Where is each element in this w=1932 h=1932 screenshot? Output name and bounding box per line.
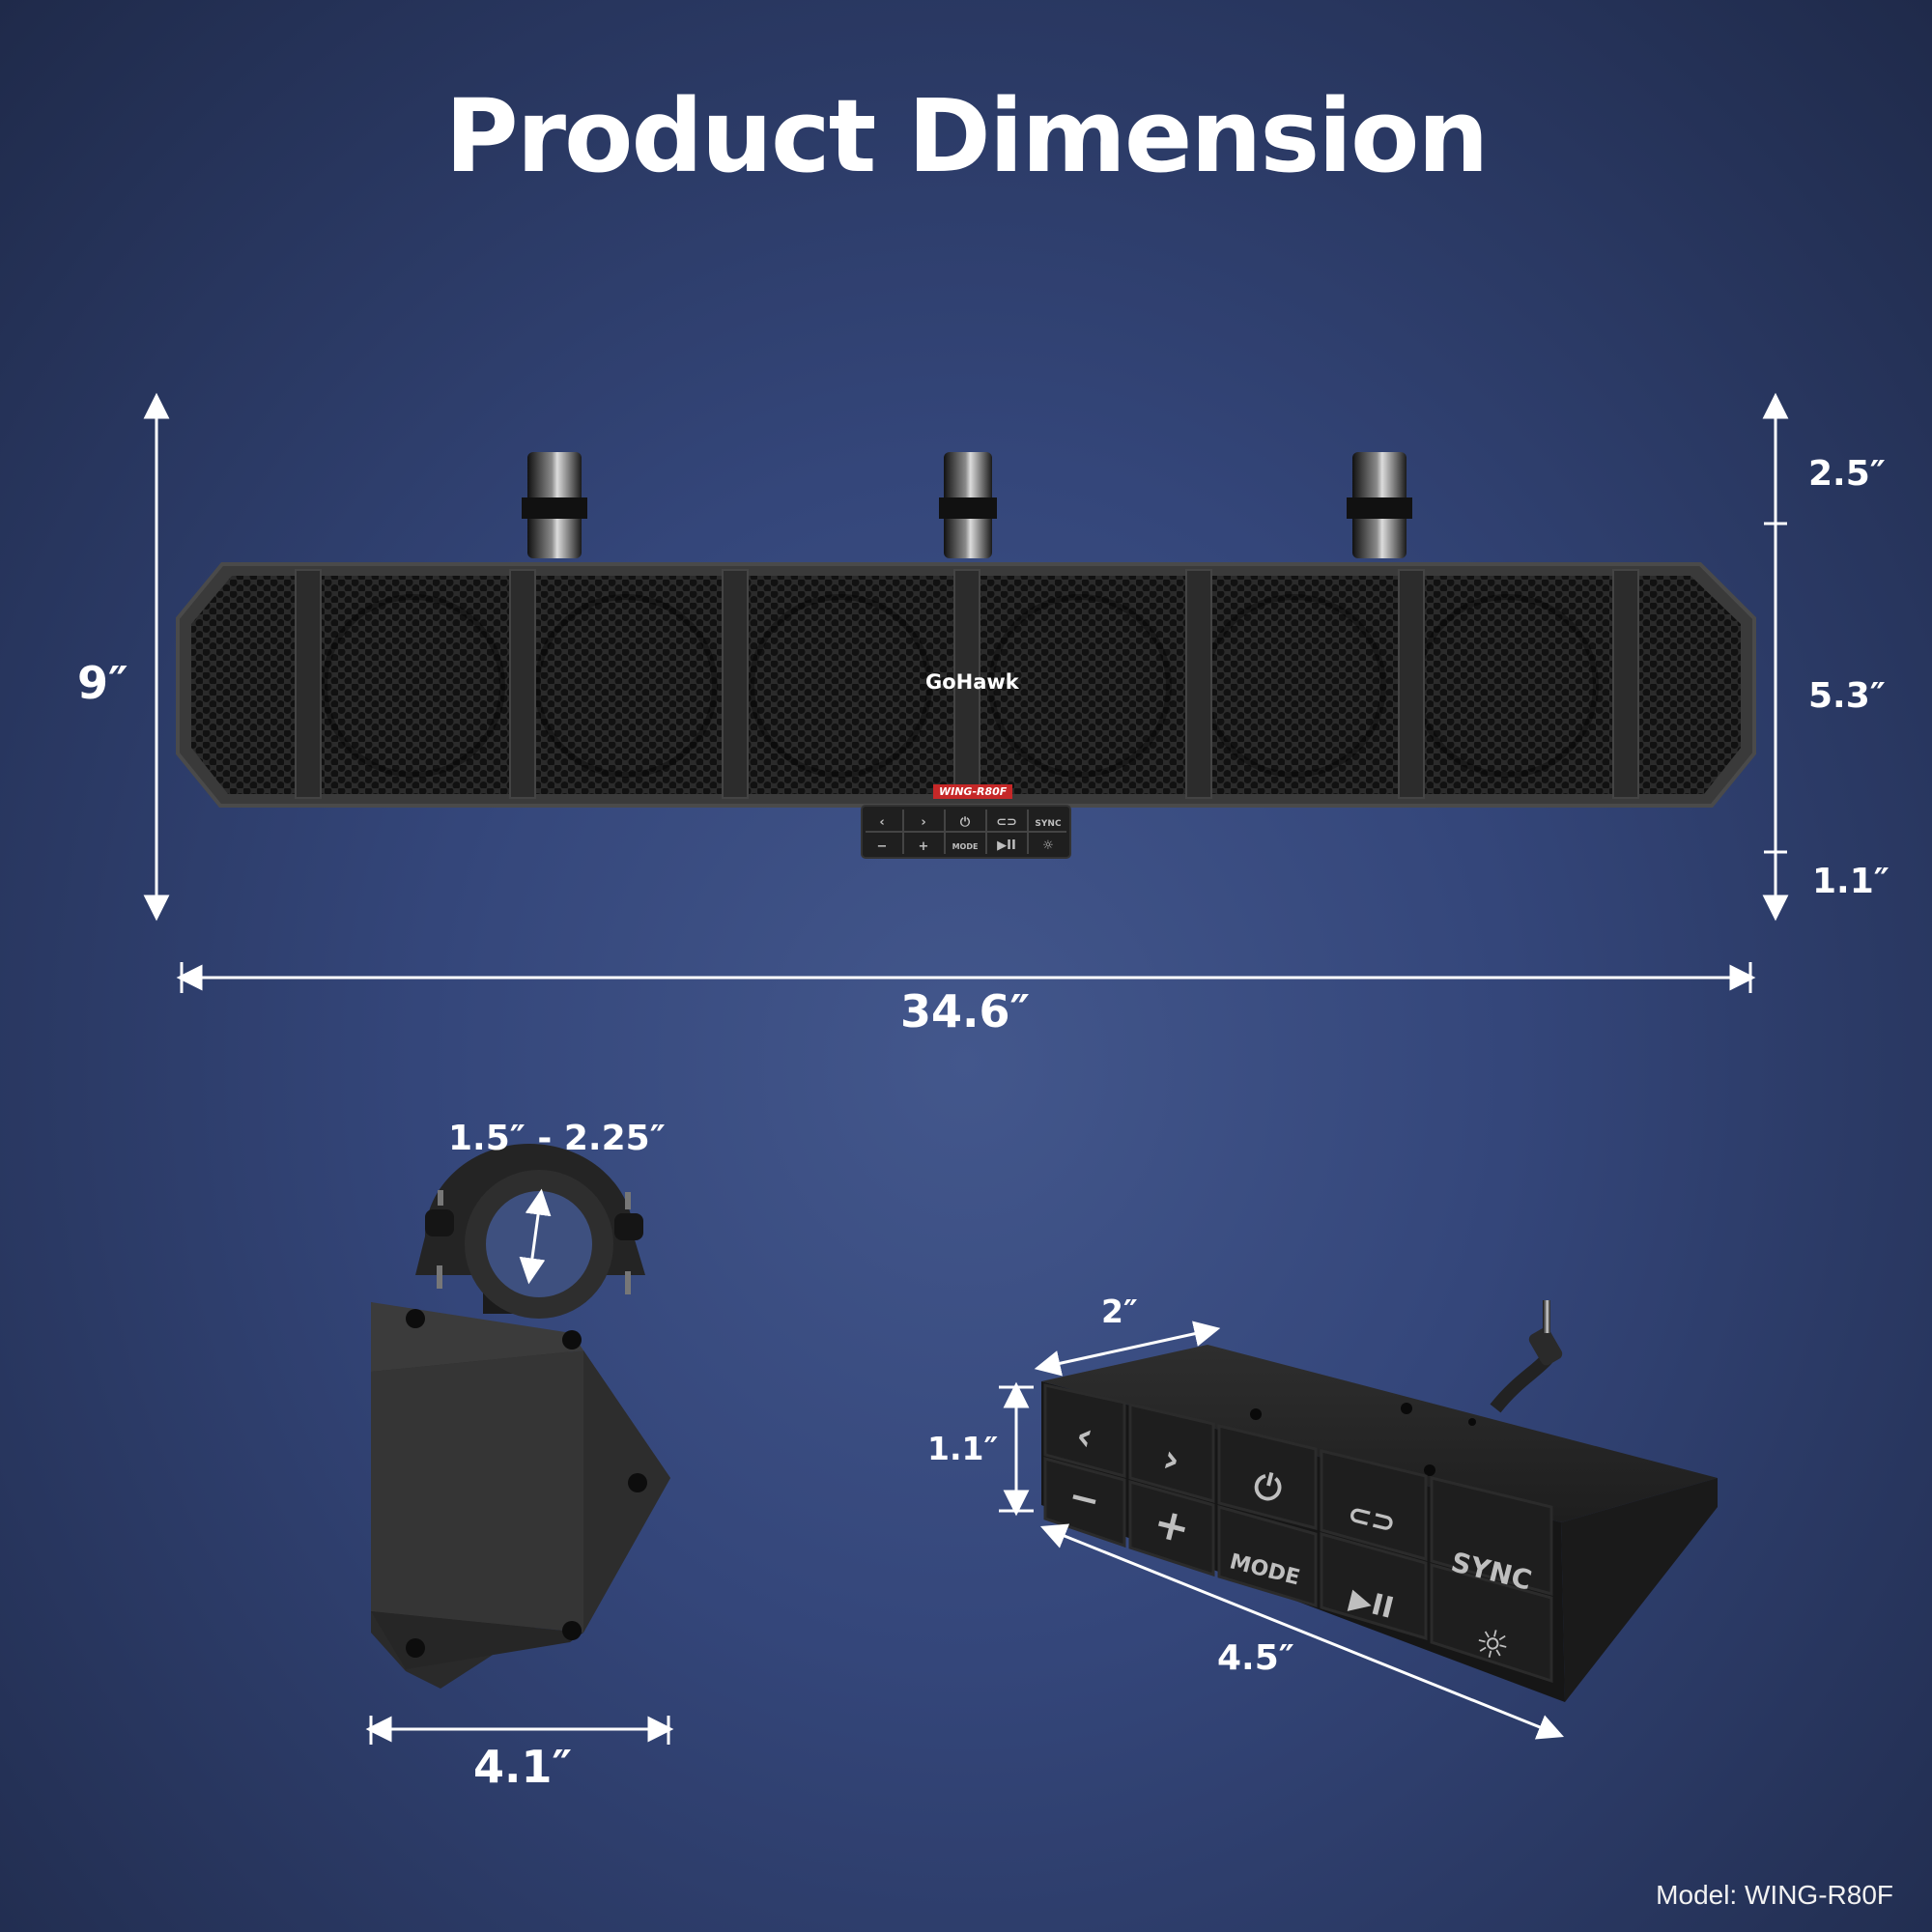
page-title: Product Dimension bbox=[444, 77, 1490, 195]
svg-text:›: › bbox=[921, 815, 925, 830]
clamp-height-label: 2.5″ bbox=[1808, 454, 1886, 494]
clamp-diameter-label: 1.5″ - 2.25″ bbox=[448, 1119, 666, 1158]
clamp-width-label: 4.1″ bbox=[473, 1741, 573, 1793]
controller-box: ‹ › ⏻ ⊂⊃ SYNC − + MODE ▶II ☼ bbox=[1041, 1300, 1718, 1702]
dimension-lines-controller bbox=[999, 1321, 1565, 1740]
dimension-lines-top bbox=[143, 392, 1789, 993]
svg-text:⏻: ⏻ bbox=[960, 815, 971, 830]
svg-text:+: + bbox=[919, 839, 929, 854]
clamp-bracket bbox=[371, 1144, 670, 1689]
mount-clamp-left bbox=[522, 452, 587, 558]
speaker-controller: ‹ › ⏻ ⊂⊃ SYNC − + MODE ▶II ☼ bbox=[861, 805, 1071, 859]
svg-text:⊂⊃: ⊂⊃ bbox=[996, 815, 1017, 830]
controller-length-label: 4.5″ bbox=[1217, 1638, 1294, 1678]
controller-depth-label: 2″ bbox=[1101, 1293, 1138, 1330]
svg-text:‹: ‹ bbox=[879, 815, 884, 830]
svg-text:SYNC: SYNC bbox=[1035, 819, 1062, 829]
svg-text:MODE: MODE bbox=[952, 842, 979, 851]
brand-logo: GoHawk bbox=[925, 670, 1019, 694]
mount-clamp-right bbox=[1347, 452, 1412, 558]
model-badge: WING-R80F bbox=[933, 784, 1013, 799]
overall-width-label: 34.6″ bbox=[900, 985, 1031, 1037]
svg-text:▶II: ▶II bbox=[997, 838, 1016, 853]
dimension-lines-clamp bbox=[365, 1188, 674, 1745]
model-label: Model: WING-R80F bbox=[1656, 1880, 1893, 1910]
speaker-bar: ‹ › ⏻ ⊂⊃ SYNC − + MODE ▶II ☼ bbox=[176, 452, 1756, 859]
overall-height-label: 9″ bbox=[77, 657, 128, 709]
controller-height-side-label: 1.1″ bbox=[927, 1430, 999, 1467]
controller-height-label: 1.1″ bbox=[1812, 862, 1889, 901]
svg-text:−: − bbox=[877, 839, 888, 854]
body-height-label: 5.3″ bbox=[1808, 676, 1886, 716]
mount-clamp-center bbox=[939, 452, 997, 558]
svg-text:☼: ☼ bbox=[1042, 838, 1054, 853]
